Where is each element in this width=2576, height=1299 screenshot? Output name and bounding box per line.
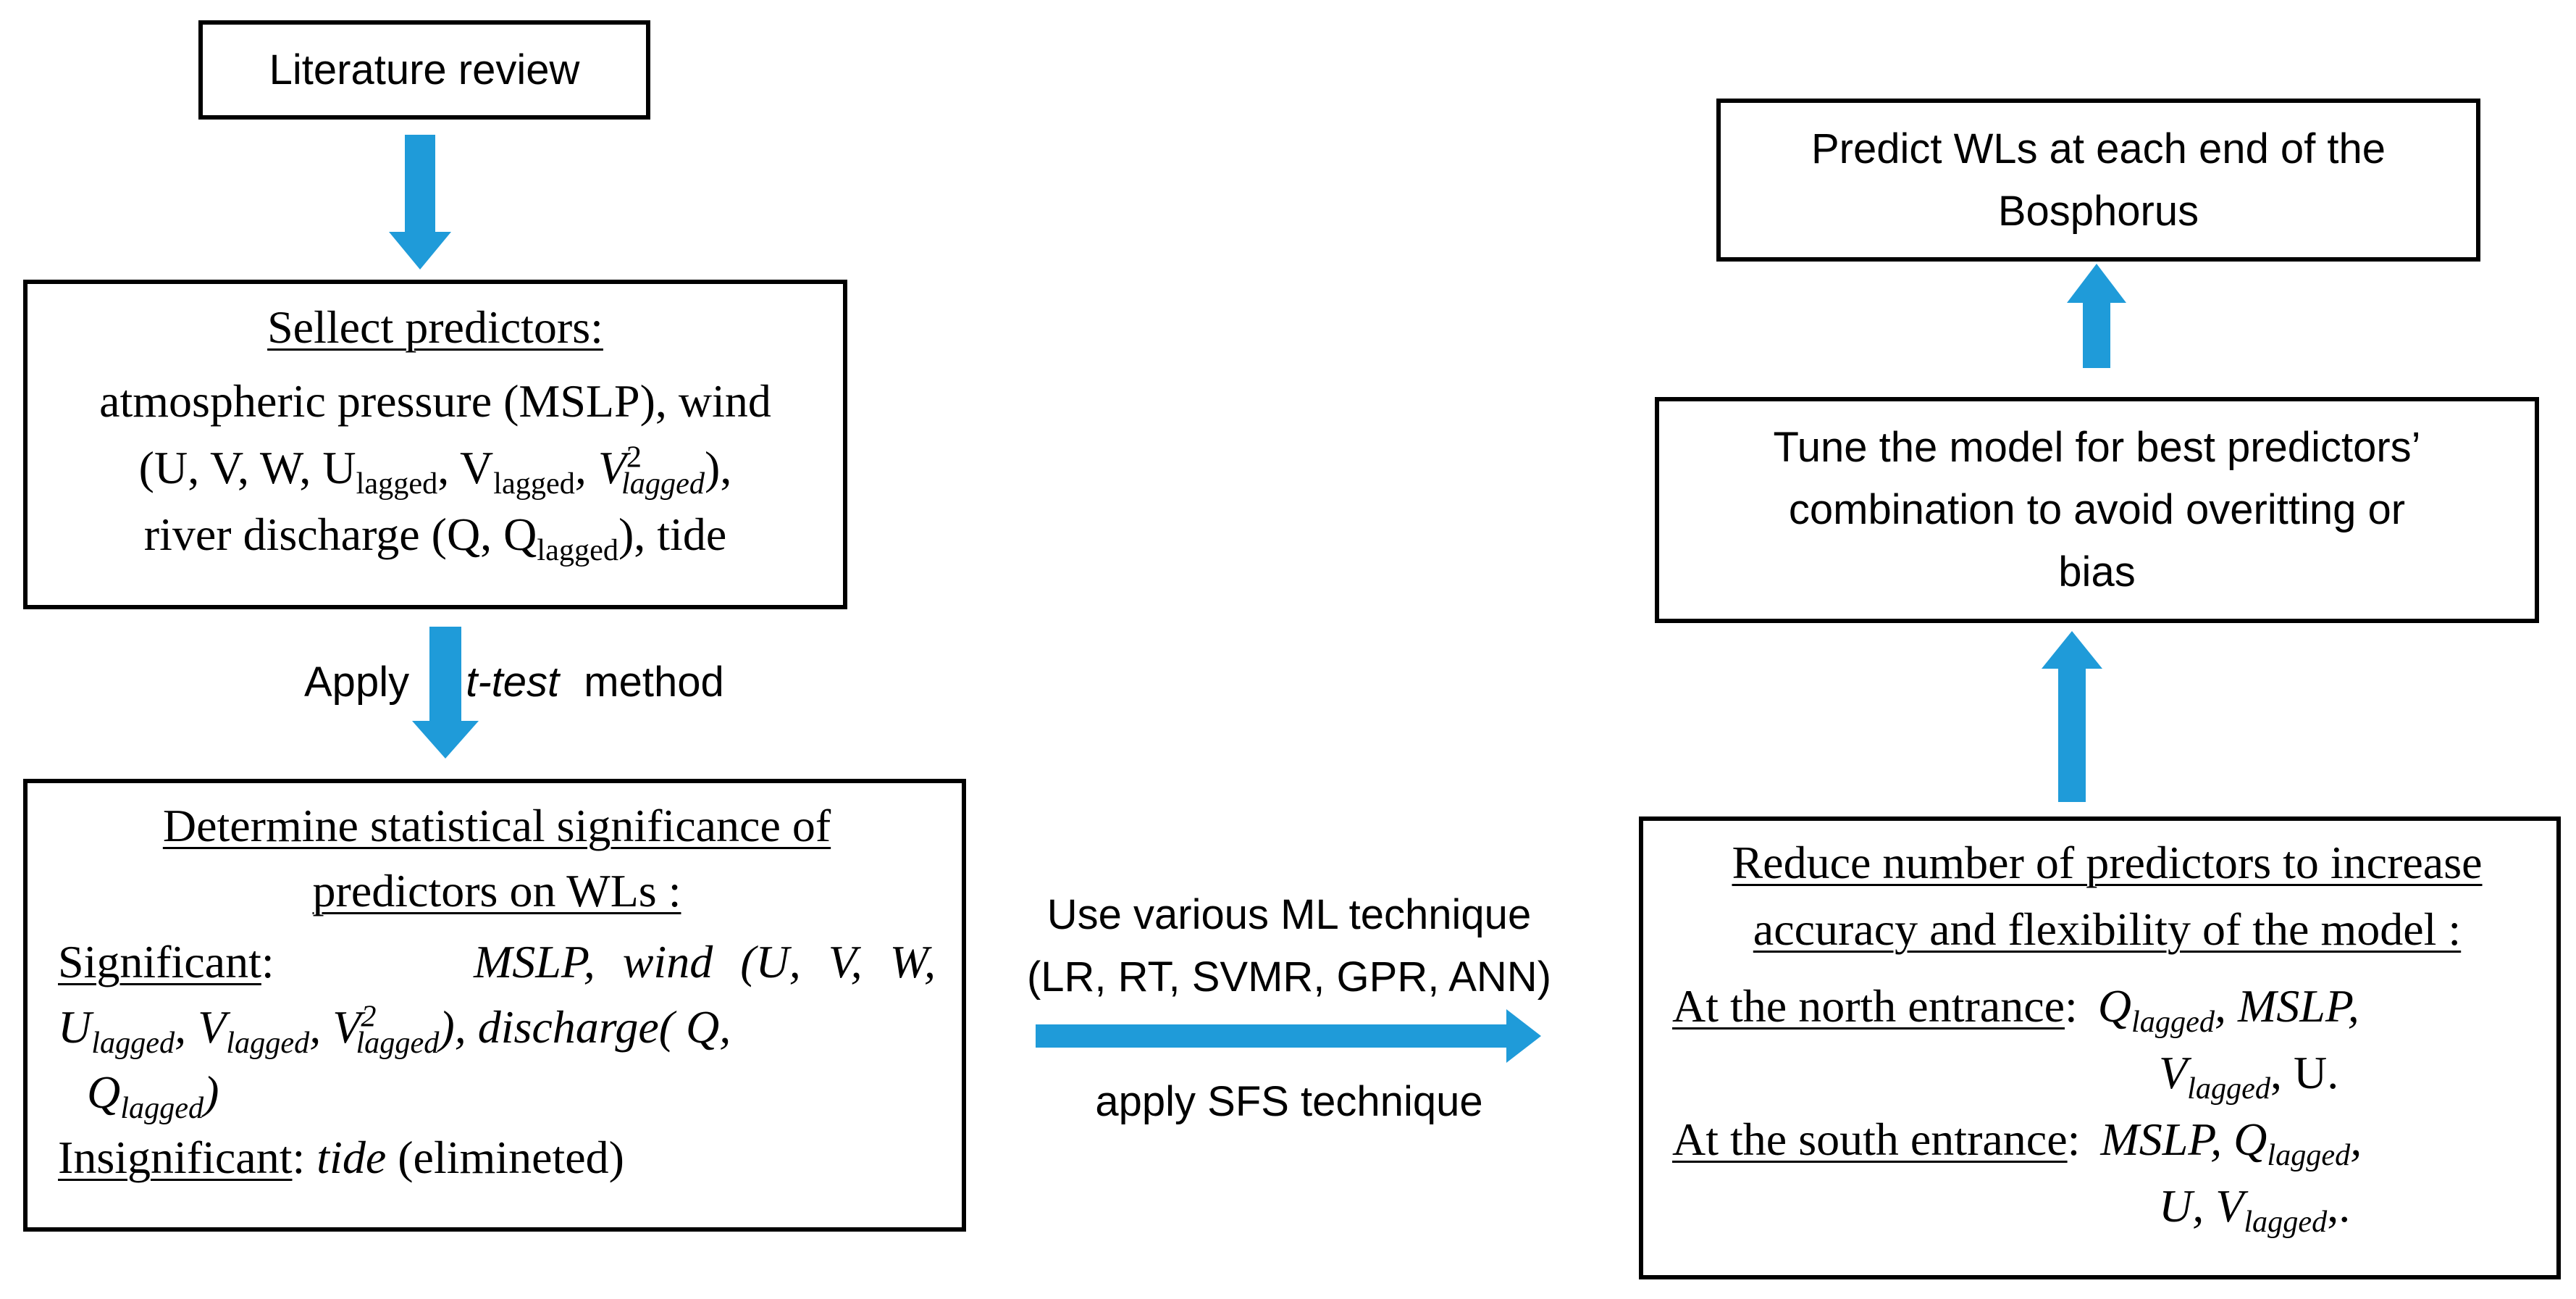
north-entrance-line-1: At the north entrance: Qlagged, MSLP, — [1672, 980, 2359, 1039]
insignificant-line: Insignificant: tide (elimineted) — [58, 1132, 624, 1183]
predict-wls-line-1: Predict WLs at each end of the — [1811, 125, 2386, 172]
select-predictors-line-1: atmospheric pressure (MSLP), wind — [99, 375, 771, 427]
significant-terms-1: MSLP, wind (U, V, W, — [473, 936, 936, 987]
north-entrance-line-2: Vlagged, U. — [2159, 1047, 2339, 1106]
predict-wls-line-2: Bosphorus — [1997, 187, 2199, 235]
arrow-reduce-to-tune — [2042, 631, 2102, 802]
arrow-tune-to-predict — [2067, 264, 2126, 368]
tune-model-box: Tune the model for best predictors’ comb… — [1655, 397, 2539, 623]
arrow-significance-to-reduce — [1036, 1009, 1541, 1063]
tune-model-line-2: combination to avoid overitting or — [1788, 486, 2406, 533]
select-predictors-line-2: (U, V, W, Ulagged, Vlagged, V2lagged), — [138, 440, 732, 501]
south-entrance-label: At the south entrance — [1672, 1114, 2068, 1165]
literature-review-label: Literature review — [269, 46, 580, 93]
insignificant-label: Insignificant — [58, 1132, 293, 1183]
significant-line-2: Ulagged, Vlagged, V2lagged), discharge( … — [58, 999, 731, 1060]
select-predictors-box: Sellect predictors: atmospheric pressure… — [23, 280, 847, 609]
ttest-method-name: t-test — [466, 659, 560, 706]
reduce-title-1: Reduce number of predictors to increase — [1732, 837, 2483, 888]
significance-title-1: Determine statistical significance of — [162, 800, 831, 851]
south-entrance-line-2: U, Vlagged,. — [2159, 1180, 2351, 1239]
literature-review-box: Literature review — [198, 20, 650, 120]
ttest-apply: Apply — [304, 659, 410, 706]
ml-technique-line-1: Use various ML technique — [1046, 891, 1532, 938]
significant-label: Significant — [58, 936, 261, 987]
reduce-predictors-box: Reduce number of predictors to increase … — [1639, 816, 2561, 1279]
north-entrance-label: At the north entrance — [1672, 980, 2065, 1032]
arrow-literature-to-select — [389, 135, 451, 270]
south-entrance-line-1: At the south entrance: MSLP, Qlagged, — [1672, 1114, 2362, 1172]
select-predictors-title: Sellect predictors: — [267, 301, 603, 353]
significance-title-2: predictors on WLs : — [312, 865, 681, 916]
significant-line-1: Significant: MSLP, wind (U, V, W, — [58, 930, 936, 995]
predict-wls-box: Predict WLs at each end of the Bosphorus — [1716, 99, 2480, 262]
tune-model-line-3: bias — [2058, 548, 2136, 596]
select-predictors-line-3: river discharge (Q, Qlagged), tide — [143, 509, 727, 567]
arrow-select-to-significance — [412, 627, 479, 759]
ml-technique-line-2: (LR, RT, SVMR, GPR, ANN) — [1026, 953, 1552, 1001]
sfs-technique-label: apply SFS technique — [1010, 1071, 1568, 1133]
significant-line-3: Qlagged) — [87, 1066, 219, 1125]
tune-model-line-1: Tune the model for best predictors’ — [1773, 424, 2421, 471]
ttest-method: method — [584, 659, 724, 706]
significance-box: Determine statistical significance of pr… — [23, 779, 966, 1232]
sfs-technique-line: apply SFS technique — [1095, 1078, 1483, 1125]
ttest-label: Apply t-test method — [304, 658, 724, 706]
reduce-title-2: accuracy and flexibility of the model : — [1753, 903, 2462, 955]
ml-technique-label: Use various ML technique (LR, RT, SVMR, … — [1010, 884, 1568, 1008]
